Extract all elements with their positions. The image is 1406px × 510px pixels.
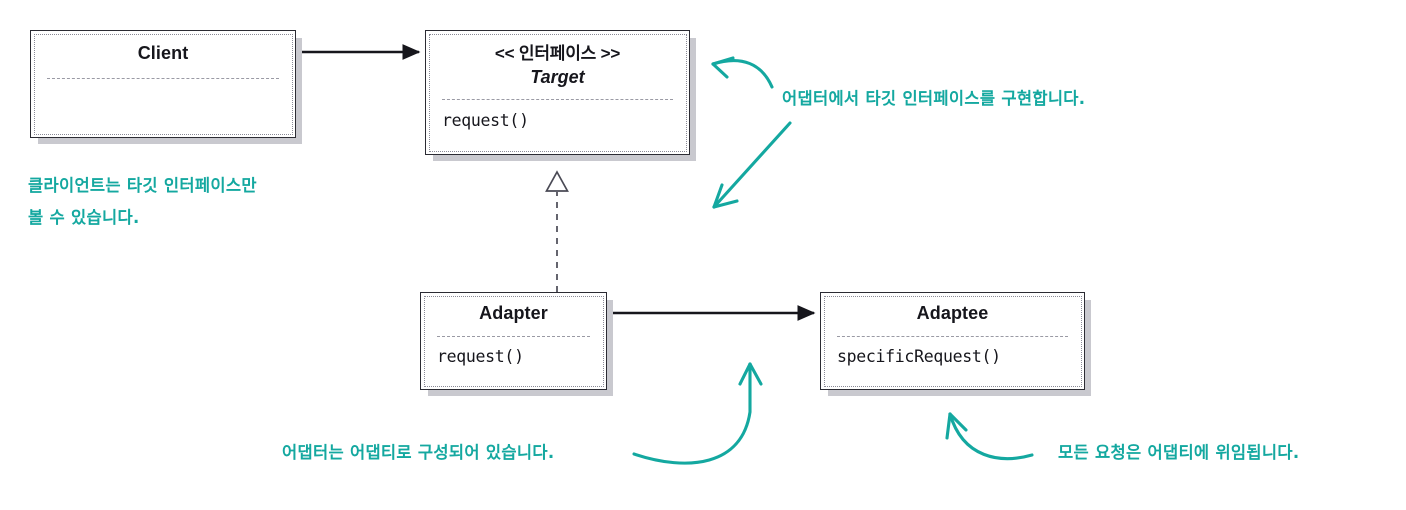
class-divider <box>437 336 590 337</box>
note-delegation: 모든 요청은 어댑티에 위임됩니다. <box>1058 437 1299 469</box>
annotation-arrow-delegation-icon <box>945 412 1034 461</box>
note-client: 클라이언트는 타깃 인터페이스만 볼 수 있습니다. <box>28 170 257 234</box>
uml-class-adapter[interactable]: Adapter request() <box>420 292 607 390</box>
note-implements: 어댑터에서 타깃 인터페이스를 구현합니다. <box>782 83 1085 115</box>
class-member-request: request() <box>442 111 529 130</box>
class-divider <box>837 336 1068 337</box>
annotation-arrow-composition-icon <box>632 362 763 465</box>
class-member-request: request() <box>437 347 524 366</box>
annotation-arrow-down-left-icon <box>712 121 792 209</box>
note-composition: 어댑터는 어댑티로 구성되어 있습니다. <box>282 437 554 469</box>
note-client-line-1: 클라이언트는 타깃 인터페이스만 <box>28 176 257 195</box>
note-implements-line-1: 어댑터에서 타깃 인터페이스를 구현합니다. <box>782 89 1086 108</box>
class-name-adapter: Adapter <box>479 303 548 323</box>
class-member-specific-request: specificRequest() <box>837 347 1001 366</box>
hollow-triangle-icon <box>545 170 569 192</box>
class-divider <box>442 99 673 100</box>
note-delegation-line-1: 모든 요청은 어댑티에 위임됩니다. <box>1058 443 1300 462</box>
class-name-target: Target <box>530 67 585 87</box>
class-divider <box>47 78 279 79</box>
class-name-adaptee: Adaptee <box>916 303 989 323</box>
class-name-client: Client <box>137 43 189 63</box>
relation-adapter-implements-target <box>545 170 569 292</box>
class-stereotype-target: << 인터페이스 >> <box>494 44 621 63</box>
annotation-arrow-implements-icon <box>711 56 774 89</box>
uml-class-client[interactable]: Client <box>30 30 296 138</box>
note-client-line-2: 볼 수 있습니다. <box>28 208 140 228</box>
note-composition-line-1: 어댑터는 어댑티로 구성되어 있습니다. <box>282 443 555 462</box>
